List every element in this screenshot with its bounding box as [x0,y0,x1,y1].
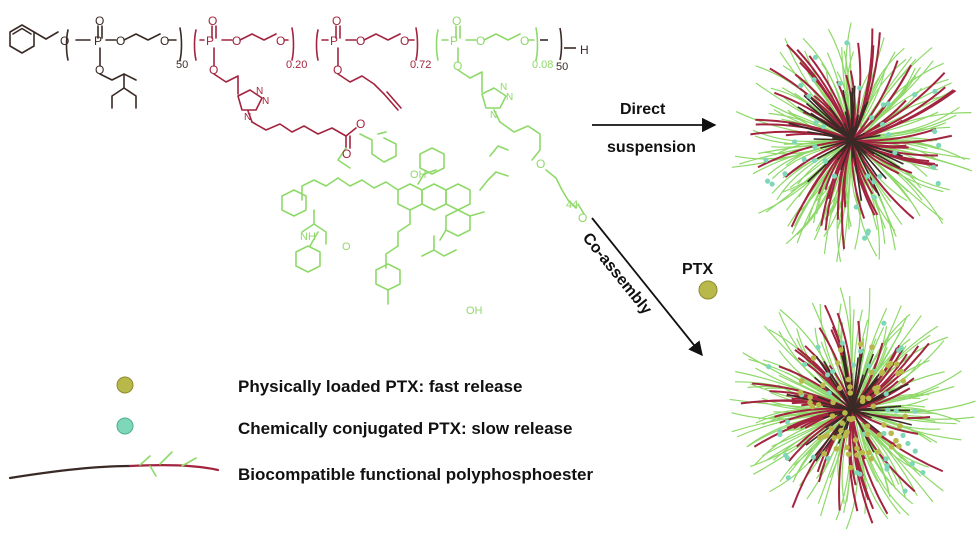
atom-o: O [276,34,285,48]
green-block [281,25,585,305]
atom-o: O [520,34,529,48]
atom-o: O [209,63,218,77]
atom-n: N [256,86,263,97]
atom-oh: OH [410,169,427,181]
subscript-block-c: 0.72 [410,59,431,71]
subscript-block-b: 0.20 [286,59,307,71]
subscript-peg: 44 [566,199,578,211]
coassembly-label: Co-assembly [579,230,655,318]
cyan-bead-icon [116,417,134,435]
coassembly-arrow [591,217,703,357]
atom-o: O [356,34,365,48]
atom-o: O [342,147,351,161]
atom-o: O [578,211,587,225]
atom-o: O [208,14,217,28]
direct-label-line2: suspension [607,139,696,156]
atom-o: O [232,34,241,48]
polymer-structure [9,24,585,305]
legend-physical: Physically loaded PTX: fast release [238,377,522,396]
atom-n: N [506,92,513,103]
atom-p: P [94,34,102,48]
legend [8,376,220,480]
atom-o: O [60,34,69,48]
atom-o: O [452,14,461,28]
atom-o: O [95,14,104,28]
atom-o: O [453,59,462,73]
atom-p: P [330,34,338,48]
legend-polymer: Biocompatible functional polyphosphoeste… [238,465,594,484]
subscript-block-e: 50 [556,61,568,73]
atom-o: O [476,34,485,48]
atom-n: N [244,112,251,123]
atom-oh: OH [466,305,483,317]
subscript-block-d: 0.08 [532,59,553,71]
atom-o: O [536,157,545,171]
end-group [540,27,576,61]
subscript-block-a: 50 [176,59,188,71]
atom-labels: O P O O O O 50 P O O O O 0.20 N N N O O … [60,14,589,317]
red-block [193,25,419,149]
atom-o: O [160,34,169,48]
atom-o: O [400,34,409,48]
atom-o: O [356,117,365,131]
atom-o: O [332,14,341,28]
atom-h: H [580,43,589,57]
benzyl-group [9,24,183,109]
atom-p: P [450,34,458,48]
micelle-icon [731,22,973,262]
atom-o: O [95,63,104,77]
polymer-chain-icon [8,451,220,480]
atom-o: O [116,34,125,48]
arrows [591,117,717,357]
yellow-bead-icon [116,376,134,394]
atom-p: P [206,34,214,48]
legend-chemical: Chemically conjugated PTX: slow release [238,419,572,438]
micelle-loaded-icon [729,287,976,530]
direct-label-line1: Direct [620,101,666,118]
atom-n: N [490,110,497,121]
atom-o: O [333,63,342,77]
atom-o: O [342,241,351,253]
atom-n: N [500,82,507,93]
ptx-label: PTX [682,261,713,278]
atom-n: N [262,96,269,107]
legend-text: Physically loaded PTX: fast release Chem… [238,377,594,484]
ptx-bead-icon [698,280,718,300]
atom-nh: NH [300,231,316,243]
